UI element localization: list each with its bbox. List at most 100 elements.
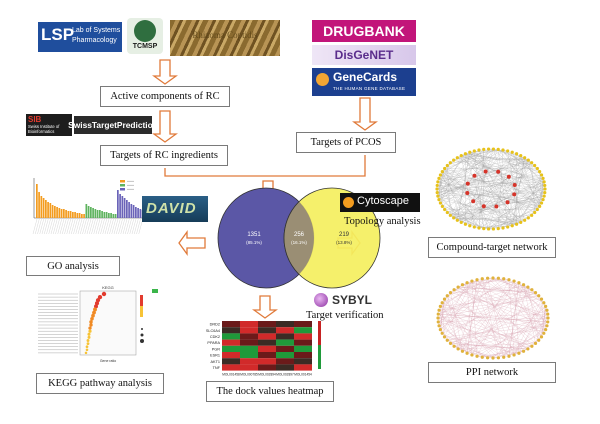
network-node bbox=[539, 297, 544, 301]
cytoscape-label: Cytoscape bbox=[357, 195, 409, 207]
network-node bbox=[517, 351, 521, 355]
go-bar bbox=[56, 207, 58, 218]
network-edge bbox=[450, 162, 532, 216]
go-bar bbox=[121, 196, 124, 218]
go-tick-label bbox=[104, 218, 110, 235]
sybyl-icon bbox=[314, 293, 328, 307]
network-node bbox=[514, 222, 519, 226]
network-node bbox=[465, 351, 469, 355]
network-node bbox=[437, 324, 441, 328]
kegg-dot bbox=[94, 301, 100, 306]
go-bar bbox=[69, 211, 72, 218]
down-arrow bbox=[352, 97, 378, 131]
heatmap-row-label: DRD2 bbox=[210, 323, 220, 327]
network-node bbox=[445, 338, 449, 342]
network-node bbox=[496, 356, 500, 360]
network-node bbox=[445, 163, 449, 168]
go-tick-label bbox=[73, 218, 78, 235]
network-edge bbox=[462, 278, 488, 352]
go-bar bbox=[65, 210, 67, 218]
sib-logo: SIB Swiss Institute of Bioinformatics bbox=[26, 114, 72, 136]
network-edge bbox=[498, 149, 542, 204]
network-edge bbox=[518, 282, 549, 319]
network-edge bbox=[450, 148, 489, 216]
kegg-size-legend bbox=[141, 328, 143, 330]
heatmap-row-label: PPARA bbox=[207, 341, 220, 345]
network-node bbox=[440, 204, 444, 208]
network-edge bbox=[514, 157, 525, 195]
kegg-analysis-box: KEGG pathway analysis bbox=[36, 373, 164, 394]
go-tick-label bbox=[66, 218, 71, 235]
go-tick-label bbox=[48, 218, 53, 235]
go-bar bbox=[108, 213, 110, 218]
network-node bbox=[496, 227, 500, 231]
network-node bbox=[486, 147, 491, 151]
network-edge bbox=[442, 302, 528, 350]
network-edge bbox=[438, 292, 451, 326]
network-edge bbox=[483, 165, 535, 207]
network-edge bbox=[444, 286, 528, 338]
network-edge bbox=[508, 279, 515, 355]
go-bar bbox=[132, 205, 135, 218]
network-node bbox=[535, 166, 539, 171]
kegg-dot bbox=[85, 345, 89, 349]
network-node bbox=[530, 288, 534, 292]
heatmap-cell bbox=[276, 358, 294, 365]
network-node bbox=[477, 148, 481, 152]
go-bar bbox=[40, 196, 43, 218]
network-node bbox=[472, 149, 476, 153]
disgenet-logo: DisGeNET bbox=[312, 45, 416, 65]
network-edge bbox=[512, 157, 525, 226]
network-node bbox=[477, 226, 481, 230]
network-edge bbox=[523, 284, 536, 344]
network-node bbox=[448, 161, 452, 165]
network-edge bbox=[450, 292, 520, 354]
kegg-corner-badge bbox=[152, 289, 158, 293]
network-edge bbox=[458, 286, 544, 334]
network-node bbox=[472, 225, 476, 229]
heatmap-cell bbox=[294, 364, 312, 371]
network-hub-node bbox=[465, 181, 470, 186]
network-edge bbox=[438, 280, 515, 315]
network-edge bbox=[538, 314, 548, 341]
network-edge bbox=[483, 206, 504, 229]
heatmap-cell bbox=[294, 358, 312, 365]
go-bar bbox=[105, 212, 108, 218]
go-bar bbox=[126, 200, 128, 218]
go-tick-label bbox=[84, 218, 89, 235]
network-edge bbox=[438, 313, 548, 323]
network-node bbox=[440, 301, 444, 305]
go-bar bbox=[49, 203, 52, 218]
go-analysis-box: GO analysis bbox=[26, 256, 120, 276]
network-edge bbox=[465, 153, 540, 207]
network-edge bbox=[471, 281, 478, 357]
heatmap-cell bbox=[222, 321, 240, 328]
network-node bbox=[452, 216, 456, 220]
network-edge bbox=[442, 292, 536, 334]
heatmap-cell bbox=[294, 352, 312, 359]
go-bar bbox=[92, 208, 94, 218]
network-node bbox=[456, 347, 460, 351]
network-node bbox=[545, 308, 549, 312]
kegg-dot bbox=[94, 304, 98, 309]
network-node bbox=[519, 154, 523, 158]
network-edge bbox=[465, 153, 535, 166]
kegg-dot bbox=[97, 294, 103, 300]
heatmap-cell bbox=[240, 327, 258, 334]
network-edge bbox=[493, 148, 532, 163]
go-tick-label bbox=[109, 218, 114, 235]
network-edge bbox=[444, 159, 454, 169]
heatmap-cell bbox=[258, 352, 276, 359]
go-tick-label bbox=[98, 218, 103, 235]
heatmap-cell bbox=[240, 352, 258, 359]
lsp-logo: LSP Lab of Systems Pharmacology bbox=[38, 22, 122, 52]
network-node bbox=[482, 147, 486, 151]
network-edge bbox=[474, 150, 484, 229]
network-edge bbox=[498, 149, 508, 228]
heatmap-row-label: SLC6A4 bbox=[206, 329, 220, 333]
network-node bbox=[501, 148, 505, 152]
go-tick-label bbox=[120, 218, 125, 235]
network-node bbox=[496, 147, 500, 151]
go-bar bbox=[117, 190, 119, 218]
network-node bbox=[507, 354, 511, 358]
